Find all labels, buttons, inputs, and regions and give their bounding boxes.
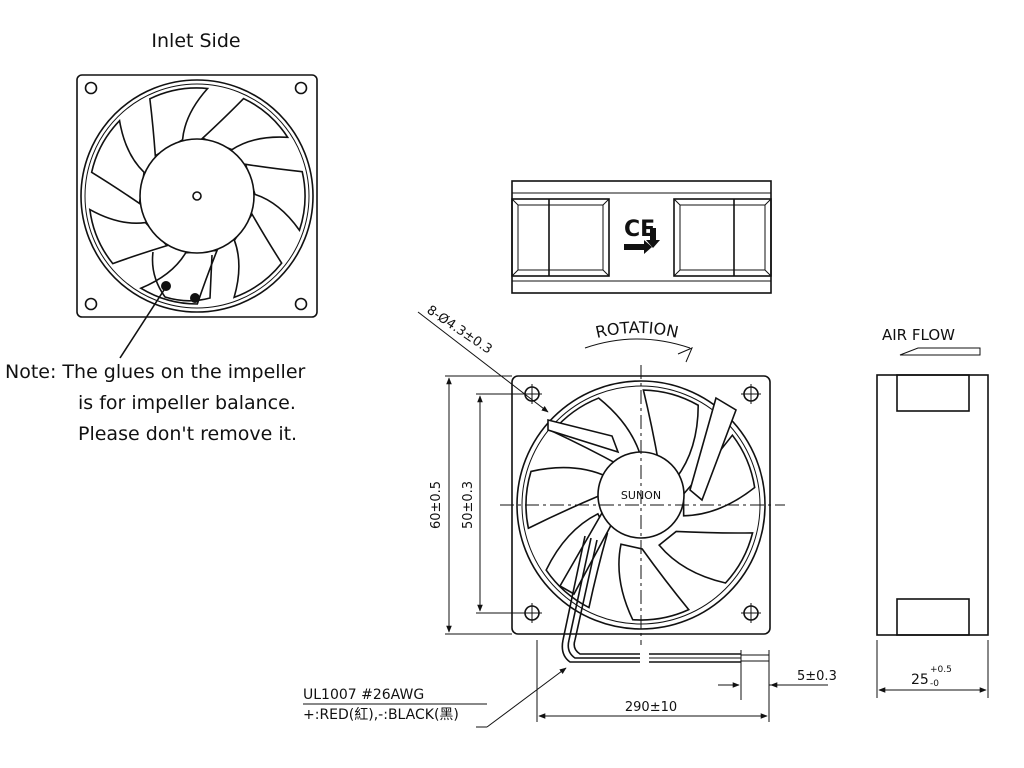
inlet-frame	[76, 74, 318, 318]
note-line-3: Please don't remove it.	[78, 423, 297, 445]
dim-lead-label: 290±10	[625, 700, 677, 715]
impeller-blade	[545, 512, 609, 609]
impeller-blade	[201, 97, 290, 151]
side-slot-top	[896, 374, 970, 412]
ce-mark: CE	[624, 217, 655, 242]
side-slot-bottom	[896, 598, 970, 636]
impeller-blade	[139, 249, 219, 305]
dim-depth-tol-minus: -0	[930, 679, 939, 689]
hole-leader	[417, 311, 549, 413]
wire-spec-line1: UL1007 #26AWG	[303, 687, 424, 703]
note-line-2: is for impeller balance.	[78, 392, 296, 414]
dim-strip-label: 5±0.3	[797, 669, 837, 684]
mount-hole	[294, 81, 308, 95]
impeller-blade	[618, 543, 691, 621]
dim-depth-label: 25	[911, 672, 929, 688]
front-view: 8-Ø4.3±0.3 ROTATION SUNON	[303, 303, 837, 728]
note-line-1: Note: The glues on the impeller	[5, 361, 306, 383]
impeller-blade	[244, 163, 306, 232]
dim-outer-label: 60±0.5	[429, 481, 444, 529]
impeller-blade	[525, 466, 609, 530]
direction-arrow-icon	[646, 228, 660, 248]
hole-spec-label: 8-Ø4.3±0.3	[424, 303, 495, 358]
impeller-blade	[90, 119, 145, 205]
impeller-blades	[88, 87, 306, 305]
impeller-hub	[139, 138, 255, 254]
mount-hole	[84, 81, 98, 95]
airflow-label: AIR FLOW	[882, 326, 955, 344]
glue-dot	[190, 293, 200, 303]
mount-hole	[294, 297, 308, 311]
side-frame	[876, 374, 989, 636]
impeller-blade	[551, 397, 643, 467]
wire-spec-line2: +:RED(紅),-:BLACK(黑)	[303, 707, 459, 723]
glue-note: Note: The glues on the impeller is for i…	[5, 361, 306, 445]
rotation-arrow-icon	[677, 347, 693, 363]
dim-pitch-label: 50±0.3	[461, 481, 476, 529]
top-view: CE	[511, 180, 772, 294]
strut	[547, 418, 620, 454]
impeller-blade	[88, 208, 169, 265]
strut	[689, 396, 737, 502]
note-leader	[119, 289, 165, 359]
side-window-right	[673, 198, 772, 277]
dim-depth-tol-plus: +0.5	[930, 665, 952, 675]
rotation-label: ROTATION	[594, 318, 681, 342]
wire-leader	[486, 667, 567, 728]
glue-area	[151, 251, 213, 302]
side-view: AIR FLOW 25 +0.5 -0	[876, 326, 989, 698]
inlet-opening	[80, 79, 314, 313]
impeller-blade	[658, 530, 754, 584]
impeller-blade	[642, 389, 700, 480]
hub-center	[192, 191, 202, 201]
mount-hole	[84, 297, 98, 311]
glue-dot	[161, 281, 171, 291]
inlet-side-view: Inlet Side	[76, 30, 318, 359]
impeller-blade	[148, 87, 210, 158]
impeller-blade	[232, 212, 283, 299]
airflow-arrow-icon	[899, 347, 981, 356]
direction-arrow-icon	[624, 240, 652, 254]
side-window-left	[511, 198, 610, 277]
inlet-side-title: Inlet Side	[151, 30, 240, 52]
